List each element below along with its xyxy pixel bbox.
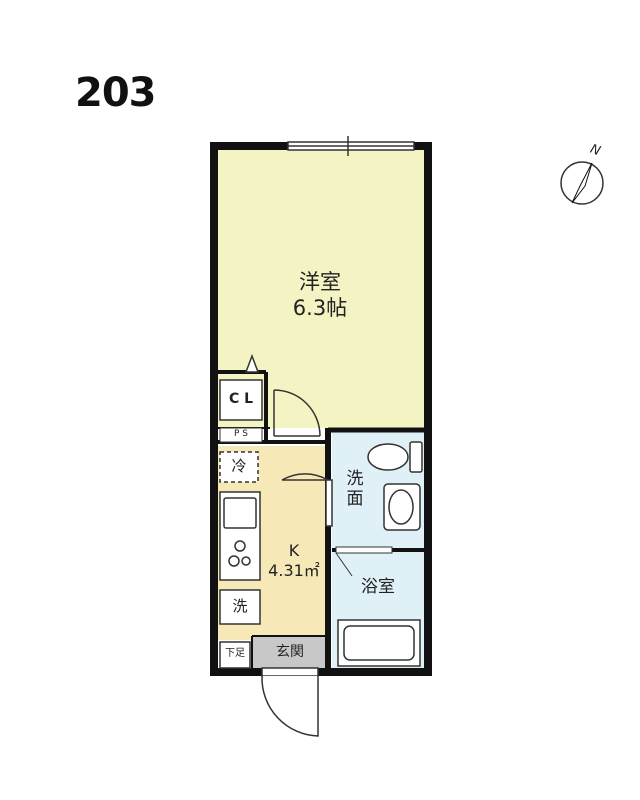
kitchen-size: 4.31㎡ [268,561,320,580]
bathroom-name: 浴室 [361,577,395,597]
fridge-box [219,451,259,483]
washroom-name-2: 面 [346,489,364,509]
shoe-box-label: 下足 [225,648,245,659]
bathroom-door [335,546,393,554]
entrance-name: 玄関 [276,644,304,660]
stove-burner-icon [228,555,240,567]
western-room-name: 洋室 [299,270,341,294]
pipe-space-label: P S [233,429,248,439]
outer-walls [210,142,432,676]
washer-label: 洗 [232,597,248,615]
entrance-fill [252,636,328,672]
wash-basin-icon [383,483,421,531]
washroom-name-1: 洗 [346,469,364,489]
kitchen-name: K [288,541,300,560]
closet-label: C L [228,391,254,407]
entrance-door [261,667,319,737]
western-room-size: 6.3帖 [292,296,348,320]
compass-icon [560,161,604,205]
washroom-door [281,473,333,527]
kitchen-counter [219,491,261,581]
stove-burner-icon [241,556,251,566]
pipe-space-box [219,427,263,443]
shoe-box [219,641,251,669]
toilet-icon [367,441,423,473]
unit-number: 203 [75,70,156,116]
washer-box [219,589,261,625]
room-door [273,389,321,437]
closet-box [219,379,263,421]
bathtub-icon [337,619,421,667]
stove-burner-icon [234,540,246,552]
closet-arrow-icon [244,353,260,373]
window [287,136,415,156]
fridge-label: 冷 [231,457,247,475]
sink-icon [223,497,257,529]
